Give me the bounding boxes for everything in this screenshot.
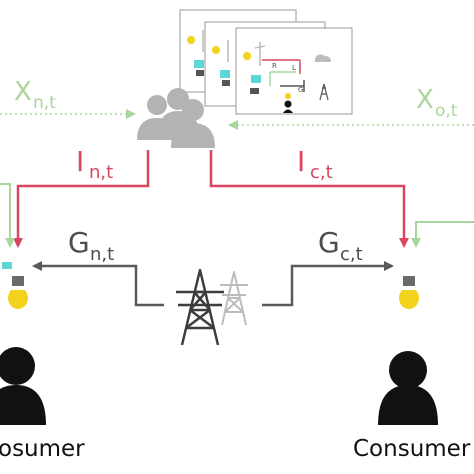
- inset-card-1-content: [187, 30, 204, 76]
- consumer-label-right: Consumer: [353, 436, 471, 462]
- x-n-label: X: [14, 77, 32, 107]
- g-n-subscript: n,t: [90, 244, 114, 265]
- x-n-subscript: n,t: [33, 93, 56, 113]
- i-n-arrow: [13, 150, 150, 248]
- inset-card-2-content: [212, 40, 230, 86]
- inset-card-3-content: R L G: [243, 42, 331, 113]
- inset-l-label: L: [292, 64, 296, 72]
- g-n-label: G: [68, 226, 90, 259]
- g-c-subscript: c,t: [340, 244, 363, 265]
- lightbulb-icon-left: [2, 262, 28, 309]
- lightbulb-icon-right: [399, 276, 419, 309]
- green-feed-right: [411, 221, 474, 248]
- g-c-arrow: [262, 261, 394, 307]
- i-c-label: I: [297, 145, 305, 178]
- green-feed-left: [0, 183, 15, 248]
- g-c-label: G: [318, 226, 340, 259]
- person-icon-right: [378, 351, 438, 425]
- x-o-label: X: [416, 85, 434, 115]
- i-n-subscript: n,t: [89, 162, 113, 183]
- inset-r-label: R: [272, 62, 277, 70]
- i-n-label: I: [76, 145, 84, 178]
- consumer-label-left: osumer: [0, 436, 85, 462]
- g-n-arrow: [32, 261, 164, 307]
- people-group-icon: [137, 88, 215, 148]
- i-c-arrow: [209, 150, 409, 248]
- inset-g-label: G: [298, 86, 303, 94]
- i-c-subscript: c,t: [310, 162, 333, 183]
- x-o-subscript: o,t: [435, 101, 458, 121]
- inset-diagram-stack: R L G: [179, 9, 353, 115]
- transmission-tower-icon: [176, 268, 248, 346]
- person-icon-left: [0, 347, 46, 425]
